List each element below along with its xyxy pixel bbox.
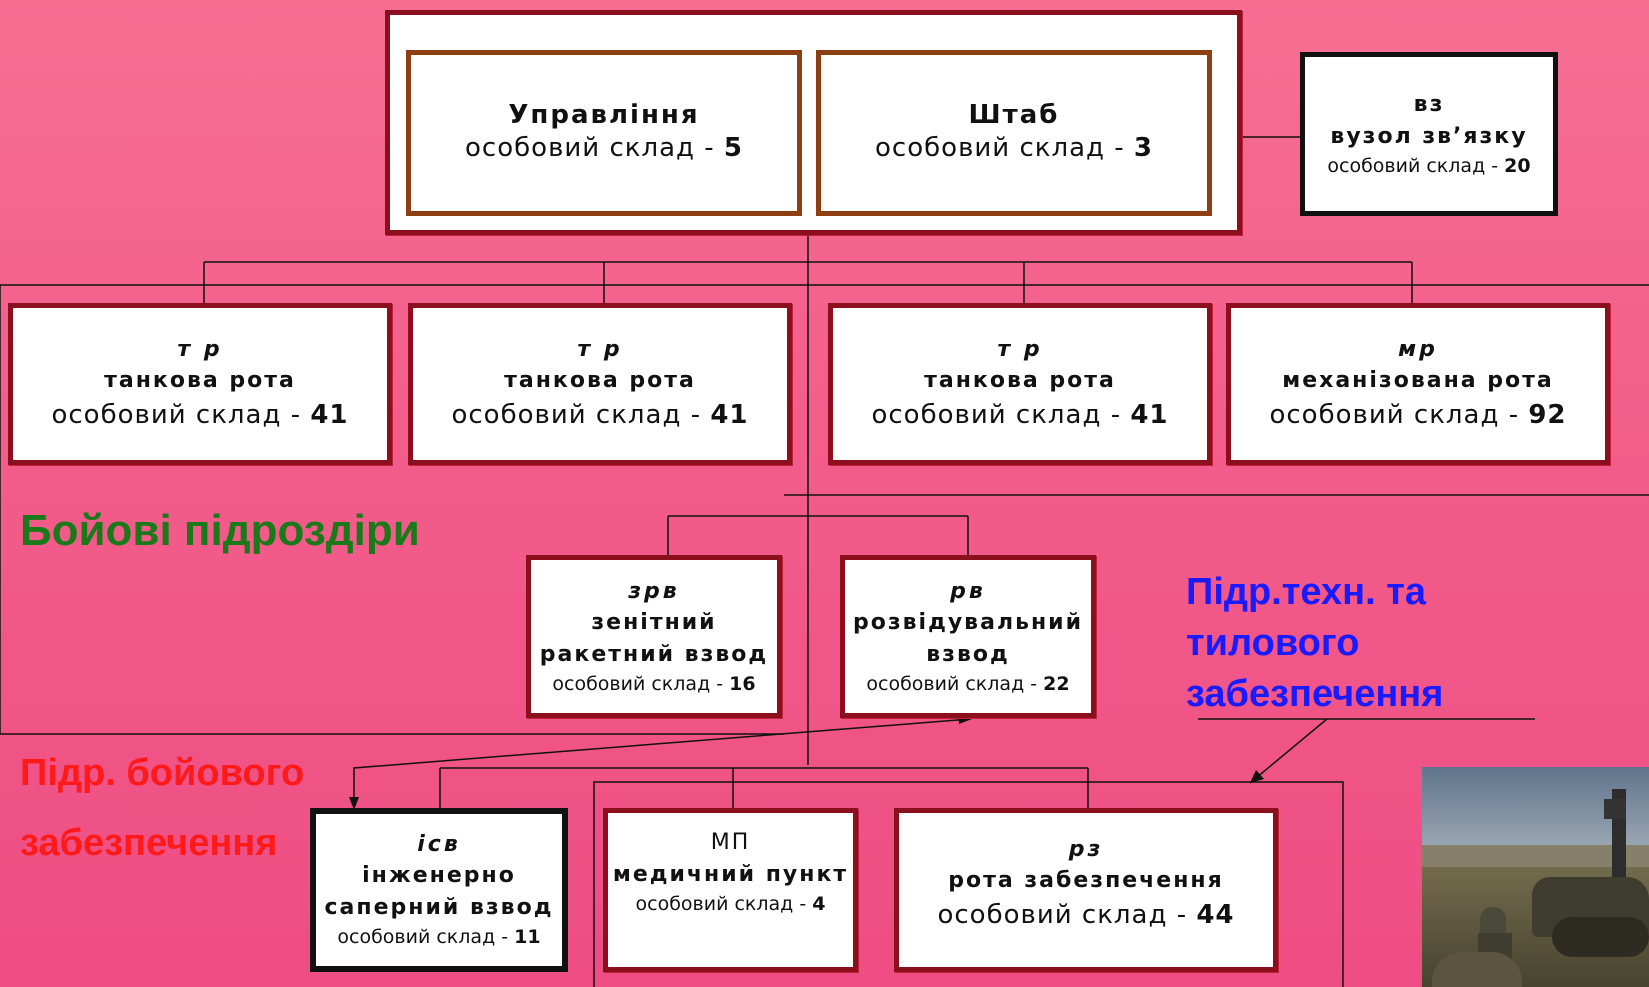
unit-staff: особовий склад - 11 — [337, 926, 541, 948]
unit-name-line2: взвод — [926, 641, 1010, 667]
unit-name: танкова рота — [104, 368, 296, 393]
comm-node-box: вз вузол зв’язку особовий склад - 20 — [1300, 52, 1558, 216]
combat-support-label-line1: Підр. бойового — [20, 752, 305, 794]
comm-node-staff: особовий склад - 20 — [1327, 155, 1531, 177]
unit-abbr: мр — [1398, 337, 1438, 362]
staff-staff: особовий склад - 3 — [875, 133, 1153, 163]
unit-staff: особовий склад - 41 — [451, 400, 749, 430]
unit-abbr: т р — [177, 337, 223, 362]
recon-platoon: рв розвідувальний взвод особовий склад -… — [840, 555, 1096, 718]
unit-name: механізована рота — [1282, 368, 1554, 393]
unit-name-line2: ракетний взвод — [539, 641, 769, 667]
comm-node-name: вузол зв’язку — [1330, 124, 1528, 149]
unit-staff: особовий склад - 92 — [1269, 400, 1567, 430]
supply-company: рз рота забезпечення особовий склад - 44 — [894, 808, 1278, 972]
tank-company-1: т р танкова рота особовий склад - 41 — [8, 303, 392, 465]
tank-company-3: т р танкова рота особовий склад - 41 — [828, 303, 1212, 465]
unit-staff: особовий склад - 4 — [635, 893, 826, 915]
staff-name: Штаб — [968, 100, 1060, 130]
field-photo — [1422, 767, 1649, 987]
unit-staff: особовий склад - 44 — [937, 900, 1235, 930]
unit-abbr: МП — [710, 830, 751, 855]
unit-staff: особовий склад - 41 — [51, 400, 349, 430]
unit-name-line2: саперний взвод — [324, 895, 554, 920]
unit-abbr: рв — [950, 578, 986, 604]
command-staff: особовий склад - 5 — [465, 133, 743, 163]
logistics-label-line2: тилового — [1186, 622, 1360, 664]
command-name: Управління — [508, 100, 700, 130]
unit-staff: особовий склад - 16 — [552, 672, 756, 695]
unit-abbr: ісв — [417, 832, 461, 857]
unit-abbr: т р — [577, 337, 623, 362]
unit-name: танкова рота — [924, 368, 1116, 393]
staff-box: Штаб особовий склад - 3 — [816, 50, 1212, 216]
unit-staff: особовий склад - 41 — [871, 400, 1169, 430]
aa-missile-platoon: зрв зенітний ракетний взвод особовий скл… — [526, 555, 782, 718]
unit-abbr: зрв — [628, 578, 680, 604]
unit-name-line1: розвідувальний — [852, 609, 1084, 635]
command-box: Управління особовий склад - 5 — [406, 50, 802, 216]
unit-name-line1: зенітний — [591, 609, 717, 635]
medical-point: МП медичний пункт особовий склад - 4 — [603, 808, 858, 972]
comm-node-abbr: вз — [1413, 92, 1445, 117]
logistics-label-line1: Підр.техн. та — [1186, 571, 1426, 613]
unit-staff: особовий склад - 22 — [866, 672, 1070, 695]
engineer-platoon: ісв інженерно саперний взвод особовий ск… — [310, 808, 568, 972]
combat-units-label: Бойові підроздіри — [20, 506, 420, 555]
unit-name-line1: інженерно — [362, 863, 516, 888]
unit-name: танкова рота — [504, 368, 696, 393]
mech-company: мр механізована рота особовий склад - 92 — [1226, 303, 1610, 465]
combat-support-label-line2: забезпечення — [20, 822, 278, 864]
unit-abbr: рз — [1068, 837, 1104, 862]
unit-abbr: т р — [997, 337, 1043, 362]
tank-company-2: т р танкова рота особовий склад - 41 — [408, 303, 792, 465]
unit-name-line1: медичний пункт — [612, 862, 849, 887]
unit-name-line1: рота забезпечення — [948, 868, 1224, 893]
logistics-label-line3: забезпечення — [1186, 673, 1444, 715]
